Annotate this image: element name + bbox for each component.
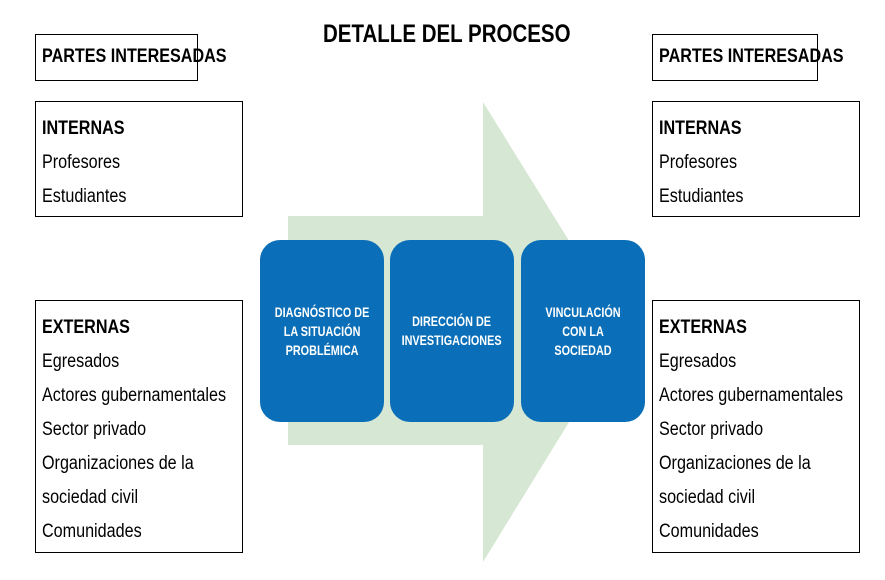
list-item: Actores gubernamentales [42,385,227,406]
step-text: CON LA SOCIEDAD [554,322,612,358]
list-item: Egresados [42,351,120,372]
list-item: sociedad civil [659,487,756,508]
left-internal-box: INTERNAS Profesores Estudiantes [35,101,243,217]
step-text: DIAGNÓSTICO DE [274,303,370,320]
list-item: Estudiantes [42,186,127,207]
header-text: PARTES INTERESADAS [42,46,227,67]
external-heading: EXTERNAS [659,317,747,338]
step-text: DIRECCIÓN DE [412,313,492,329]
list-item: sociedad civil [42,487,139,508]
list-item: Actores gubernamentales [659,385,844,406]
step-vinculacion: VINCULACIÓN CON LA SOCIEDAD [521,240,645,422]
left-external-box: EXTERNAS Egresados Actores gubernamental… [35,300,243,553]
list-item: Egresados [659,351,737,372]
list-item: Comunidades [42,521,142,542]
step-text: PROBLÉMICA [285,341,359,358]
right-stakeholders-header: PARTES INTERESADAS [652,34,844,81]
internal-heading: INTERNAS [659,118,742,139]
internal-heading: INTERNAS [42,118,125,139]
header-text: PARTES INTERESADAS [659,46,844,67]
list-item: Sector privado [42,419,147,440]
list-item: Estudiantes [659,186,744,207]
list-item: Organizaciones de la [42,453,194,474]
right-external-box: EXTERNAS Egresados Actores gubernamental… [652,300,860,553]
step-text: VINCULACIÓN [545,303,621,320]
right-internal-box: INTERNAS Profesores Estudiantes [652,101,860,217]
step-diagnostico: DIAGNÓSTICO DE LA SITUACIÓN PROBLÉMICA [260,240,384,422]
external-heading: EXTERNAS [42,317,130,338]
left-stakeholders-header: PARTES INTERESADAS [35,34,227,81]
step-text: LA SITUACIÓN [283,322,361,339]
list-item: Comunidades [659,521,759,542]
list-item: Sector privado [659,419,764,440]
list-item: Profesores [659,152,738,173]
step-direccion: DIRECCIÓN DE INVESTIGACIONES [390,240,514,422]
step-text: INVESTIGACIONES [402,332,503,348]
list-item: Organizaciones de la [659,453,811,474]
diagram-title: DETALLE DEL PROCESO [323,20,571,48]
list-item: Profesores [42,152,121,173]
